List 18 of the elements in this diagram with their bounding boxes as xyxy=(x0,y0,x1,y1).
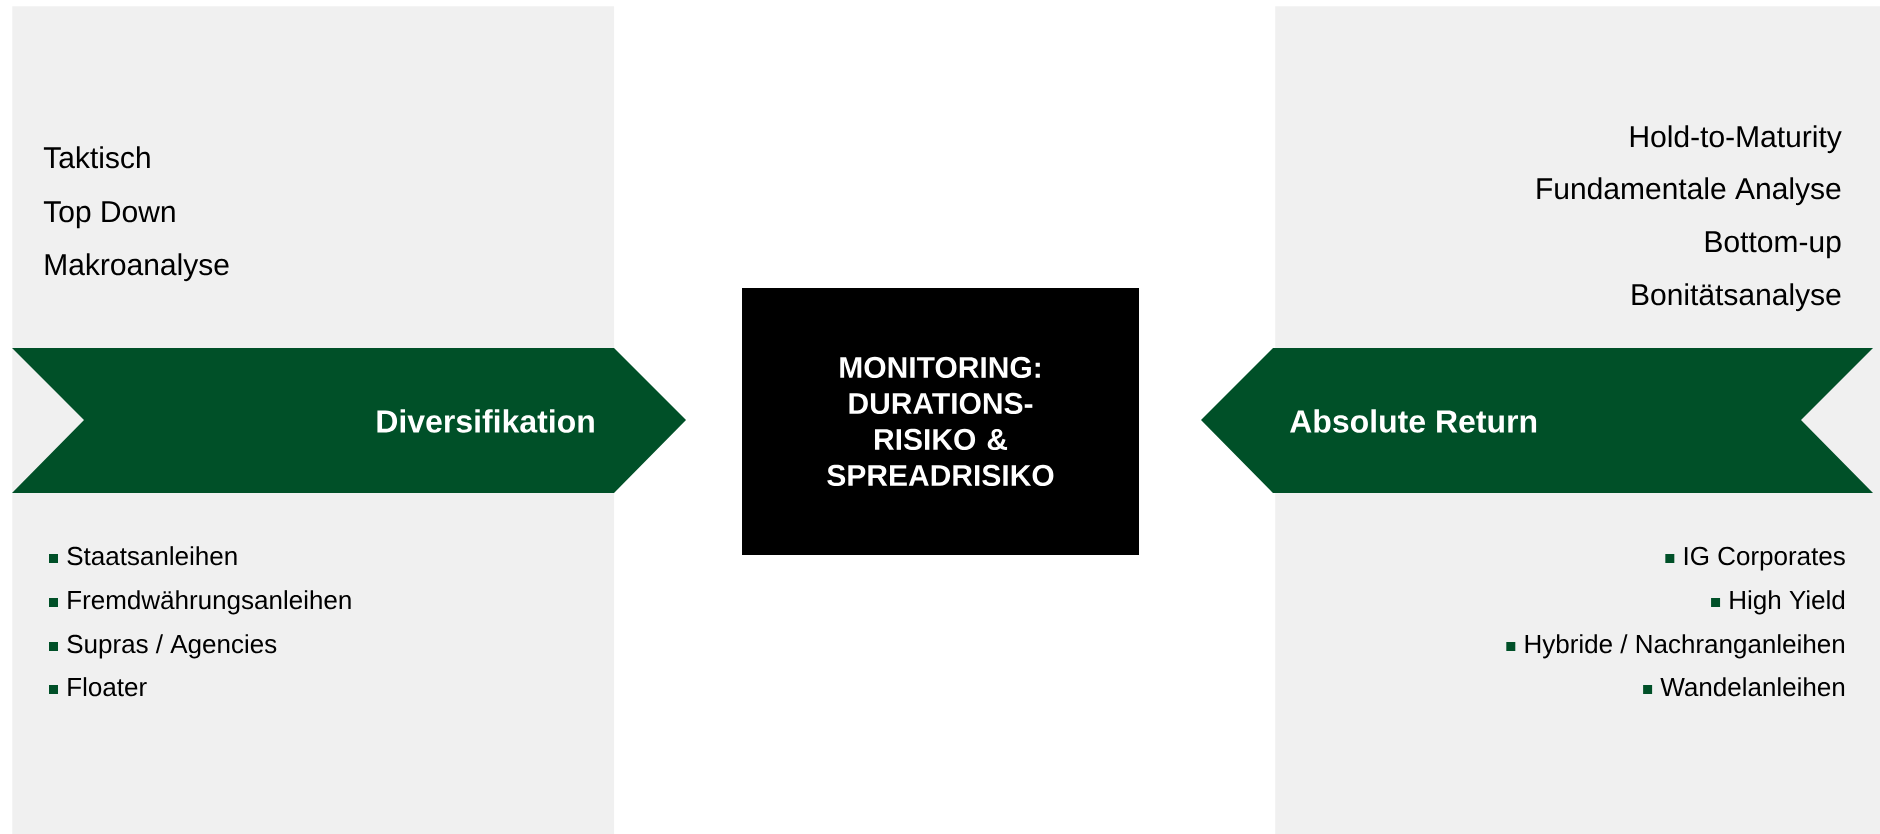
list-text: Bonitätsanalyse xyxy=(1632,283,1841,312)
chevron-band: Absolute Return xyxy=(1201,348,1873,493)
monitoring-box: MONITORING: DURATIONS-RISIKO & SPREADRISIKO xyxy=(742,288,1139,555)
list-text: Fundamentale Analyse xyxy=(1537,177,1841,206)
list-text: Hold-to-Maturity xyxy=(1630,125,1842,154)
bullet-list-item: Wandelanleihen xyxy=(1643,677,1845,697)
bullet-list-item: Staatsanleihen xyxy=(49,546,237,566)
bullet-list-item: Floater xyxy=(49,677,147,697)
bullet-list-item: Hybride / Nachranganleihen xyxy=(1506,634,1845,659)
list-text: Makroanalyse xyxy=(45,253,229,282)
list-text: Top Down xyxy=(43,201,175,229)
bullet-list-item: IG Corporates xyxy=(1665,546,1845,571)
bullet-list-item: Fremdwährungsanleihen xyxy=(49,590,351,615)
chevron-band: Diversifikation xyxy=(12,348,686,493)
list-text: Taktisch xyxy=(43,146,150,169)
bullet-list-item: Supras / Agencies xyxy=(49,634,277,659)
list-text: Bottom-up xyxy=(1705,231,1841,259)
bullet-list-item: High Yield xyxy=(1711,590,1845,615)
